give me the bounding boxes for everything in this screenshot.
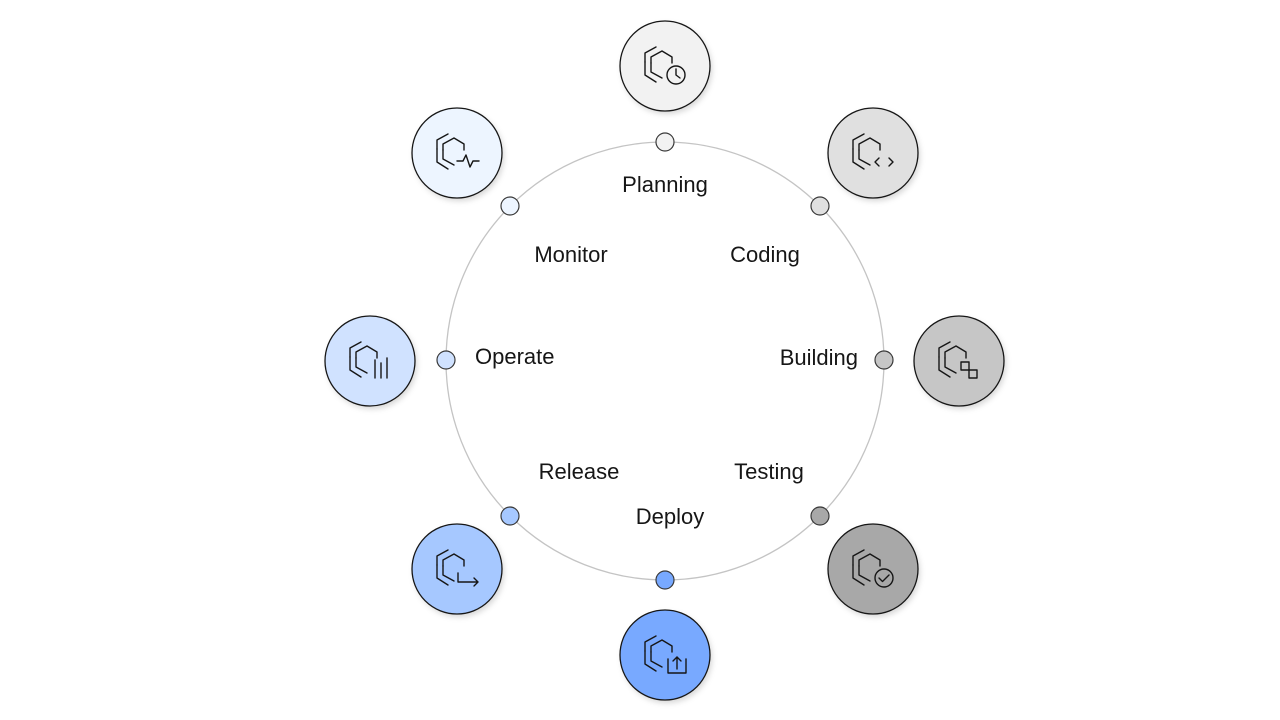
stage-label-coding: Coding [730,242,800,267]
stage-monitor: Monitor [411,107,608,267]
stage-coding: Coding [730,107,920,267]
stage-badge-planning [619,20,712,114]
stage-planning: Planning [619,20,712,197]
bars-icon [349,341,388,379]
stage-badge-coding [827,107,920,201]
stage-operate: Operate [324,315,555,409]
build-blocks-icon [938,341,978,379]
stage-label-release: Release [539,459,620,484]
stage-label-deploy: Deploy [636,504,704,529]
stage-marker-deploy [655,570,675,590]
stage-badge-testing [827,523,920,617]
stage-label-operate: Operate [475,344,555,369]
stage-building: Building [780,315,1006,409]
stage-label-testing: Testing [734,459,804,484]
stage-label-planning: Planning [622,172,708,197]
stage-badge-release [411,523,504,617]
stage-label-monitor: Monitor [534,242,607,267]
stage-release: Release [411,459,620,617]
stage-testing: Testing [734,459,920,617]
stage-marker-release [500,506,520,526]
stage-badge-operate [324,315,417,409]
upload-icon [644,635,687,674]
stage-marker-operate [436,350,456,370]
arrow-right-icon [436,549,479,587]
stage-deploy: Deploy [619,504,712,703]
stage-marker-building [874,350,894,370]
checkmark-icon [852,549,894,588]
stage-marker-testing [810,506,830,526]
clock-icon [644,46,686,85]
stage-marker-planning [655,132,675,152]
stage-badge-building [913,315,1006,409]
stage-marker-coding [810,196,830,216]
activity-pulse-icon [436,133,480,170]
code-icon [852,133,894,170]
stage-label-building: Building [780,345,858,370]
stage-marker-monitor [500,196,520,216]
stage-badge-monitor [411,107,504,201]
stage-badge-deploy [619,609,712,703]
